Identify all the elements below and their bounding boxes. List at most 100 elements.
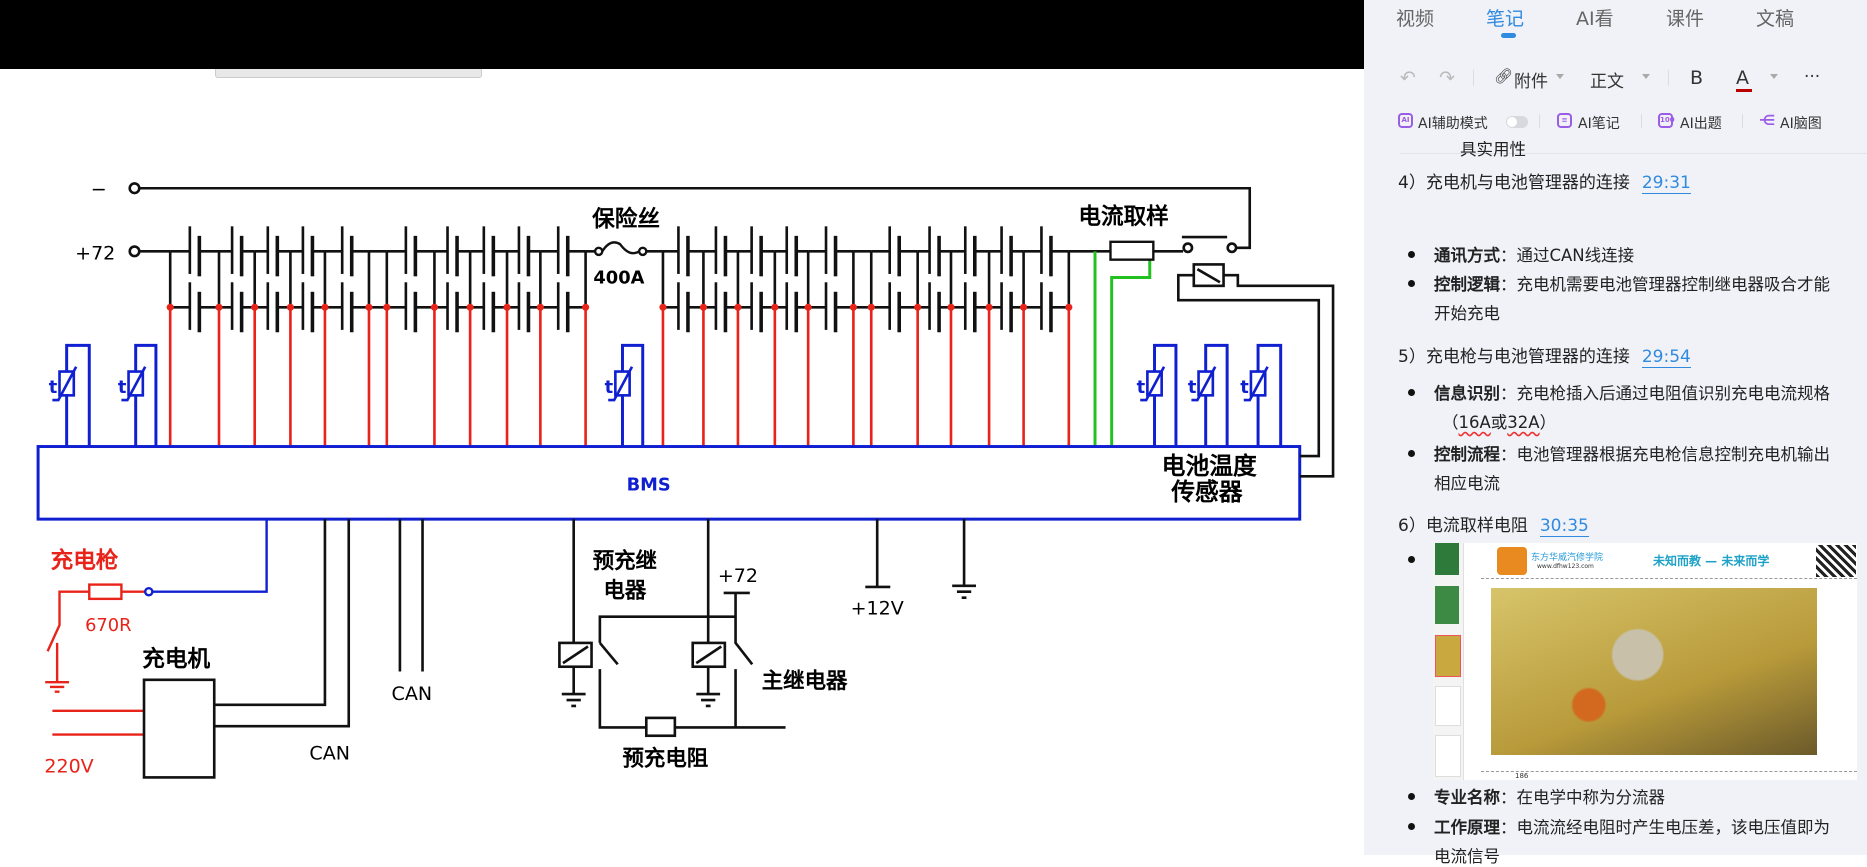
note-prev-tail: 具实用性 — [1460, 140, 1526, 159]
list-item: 专业名称：在电学中称为分流器 — [1434, 788, 1665, 807]
font-color-caret-icon[interactable] — [1770, 74, 1778, 79]
main-relay-label: 主继电器 — [762, 668, 848, 694]
thermistor-slash — [608, 366, 634, 402]
thermistor-t-label: t — [118, 377, 127, 398]
thermistor-t-label: t — [1137, 377, 1146, 398]
charging-gun-circuit — [45, 583, 146, 736]
thermistor-slash — [1140, 366, 1166, 402]
thermistor-slash — [52, 366, 78, 402]
image-logo-text: 东方华威汽修学院 — [1531, 553, 1604, 563]
tap-node — [947, 303, 955, 311]
font-color-button[interactable]: A — [1736, 67, 1749, 89]
plus12v-label: +12V — [851, 597, 904, 619]
ai-notes-icon: ≡ — [1557, 113, 1572, 128]
attachment-caret-icon[interactable] — [1556, 74, 1564, 79]
tab-courseware[interactable]: 课件 — [1666, 8, 1705, 30]
bms-label: BMS — [627, 475, 671, 496]
image-page-number: 186 — [1515, 772, 1529, 780]
ai-assist-toggle[interactable] — [1506, 116, 1528, 128]
list-item-wrap: 相应电流 — [1434, 474, 1500, 493]
gun-resistor-label: 670R — [85, 615, 131, 636]
fuse-rating: 400A — [593, 267, 644, 288]
thermistor-t-label: t — [49, 377, 58, 398]
shunt-photo — [1491, 588, 1817, 755]
gun-signal-wire — [152, 519, 268, 593]
thermistor-t-label: t — [1240, 377, 1249, 398]
negative-bus — [139, 186, 1252, 250]
active-tab-indicator — [1501, 33, 1516, 38]
tap-node — [365, 303, 373, 311]
tap-node — [215, 303, 223, 311]
thermistor: t — [1188, 343, 1229, 447]
tab-notes[interactable]: 笔记 — [1486, 8, 1525, 30]
thermistor: t — [49, 343, 91, 447]
note-screenshot[interactable]: 东方华威汽修学院 www.dfhw123.com 未知而教 — 未来而学 186 — [1433, 543, 1857, 780]
tap-node — [582, 303, 590, 311]
qr-code — [1816, 545, 1856, 577]
school-logo — [1497, 547, 1527, 575]
tap-node — [1065, 303, 1073, 311]
link-icon: 🔗︎ — [1494, 67, 1514, 85]
tap-node — [466, 303, 474, 311]
fuse-label: 保险丝 — [591, 205, 660, 232]
list-item-wrap: 电流信号 — [1434, 847, 1500, 866]
ai-quiz-button[interactable]: AI出题 — [1680, 116, 1722, 132]
tap-node — [849, 303, 857, 311]
notes-panel: 视频 笔记 AI看 课件 文稿 ↶ ↷ 🔗︎ 附件 正文 B A ··· AI … — [1364, 0, 1867, 866]
shunt-label: 电流取样 — [1078, 203, 1168, 230]
precharge-relay-label-2: 电器 — [603, 579, 646, 604]
redo-icon[interactable]: ↷ — [1439, 67, 1455, 89]
precharge-resistor-label: 预充电阻 — [623, 746, 709, 772]
paragraph-style-select[interactable]: 正文 — [1590, 72, 1624, 92]
fuse-symbol — [593, 241, 648, 257]
list-item: 工作原理：电流流经电阻时产生电压差，该电压值即为 — [1434, 818, 1830, 837]
tap-node — [286, 303, 294, 311]
list-item: 信息识别：充电枪插入后通过电阻值识别充电电流规格 — [1434, 384, 1830, 403]
negative-terminal — [128, 182, 141, 195]
ai-notes-button[interactable]: AI笔记 — [1578, 116, 1620, 132]
bold-button[interactable]: B — [1690, 67, 1704, 89]
image-url: www.dfhw123.com — [1537, 563, 1594, 570]
more-button[interactable]: ··· — [1804, 67, 1821, 87]
tap-node — [251, 303, 259, 311]
tap-node — [867, 303, 875, 311]
tap-node — [166, 303, 174, 311]
main-contactor — [1177, 235, 1335, 478]
style-caret-icon[interactable] — [1642, 74, 1650, 79]
video-toolbar-strip[interactable] — [215, 69, 482, 78]
list-item-wrap: （16A或32A） — [1442, 413, 1557, 432]
tap-node — [321, 303, 329, 311]
thermistor-t-label: t — [605, 377, 614, 398]
timestamp-link[interactable]: 29:31 — [1641, 173, 1691, 194]
list-item-wrap: 开始充电 — [1434, 304, 1500, 323]
thermistor-slash — [1191, 366, 1217, 402]
tap-node — [383, 303, 391, 311]
tab-video[interactable]: 视频 — [1396, 8, 1435, 30]
timestamp-link[interactable]: 29:54 — [1641, 347, 1691, 368]
timestamp-link[interactable]: 30:35 — [1539, 516, 1589, 537]
list-item: 控制流程：电池管理器根据充电枪信息控制充电机输出 — [1434, 445, 1830, 464]
attachment-button[interactable]: 附件 — [1514, 72, 1548, 92]
relay-circuit — [558, 519, 976, 738]
ac-input-label: 220V — [44, 756, 93, 778]
thermistor: t — [1137, 343, 1178, 447]
thermistor: t — [1240, 343, 1283, 447]
shunt-tap-2 — [1110, 251, 1152, 447]
tab-ai-view[interactable]: AI看 — [1576, 8, 1614, 30]
can-label-lower: CAN — [309, 743, 350, 765]
positive-terminal — [128, 245, 141, 258]
ai-mindmap-button[interactable]: AI脑图 — [1780, 116, 1822, 132]
charger-circuit — [142, 519, 424, 779]
undo-icon[interactable]: ↶ — [1400, 67, 1416, 89]
bms-box — [36, 445, 1302, 521]
page-thumbnails[interactable] — [1433, 543, 1464, 780]
shunt-resistor — [1109, 240, 1155, 261]
tab-transcript[interactable]: 文稿 — [1756, 8, 1795, 30]
charging-gun-label: 充电枪 — [51, 547, 119, 574]
temp-sensor-label: 电池温度 — [1162, 452, 1257, 480]
tap-node — [659, 303, 667, 311]
